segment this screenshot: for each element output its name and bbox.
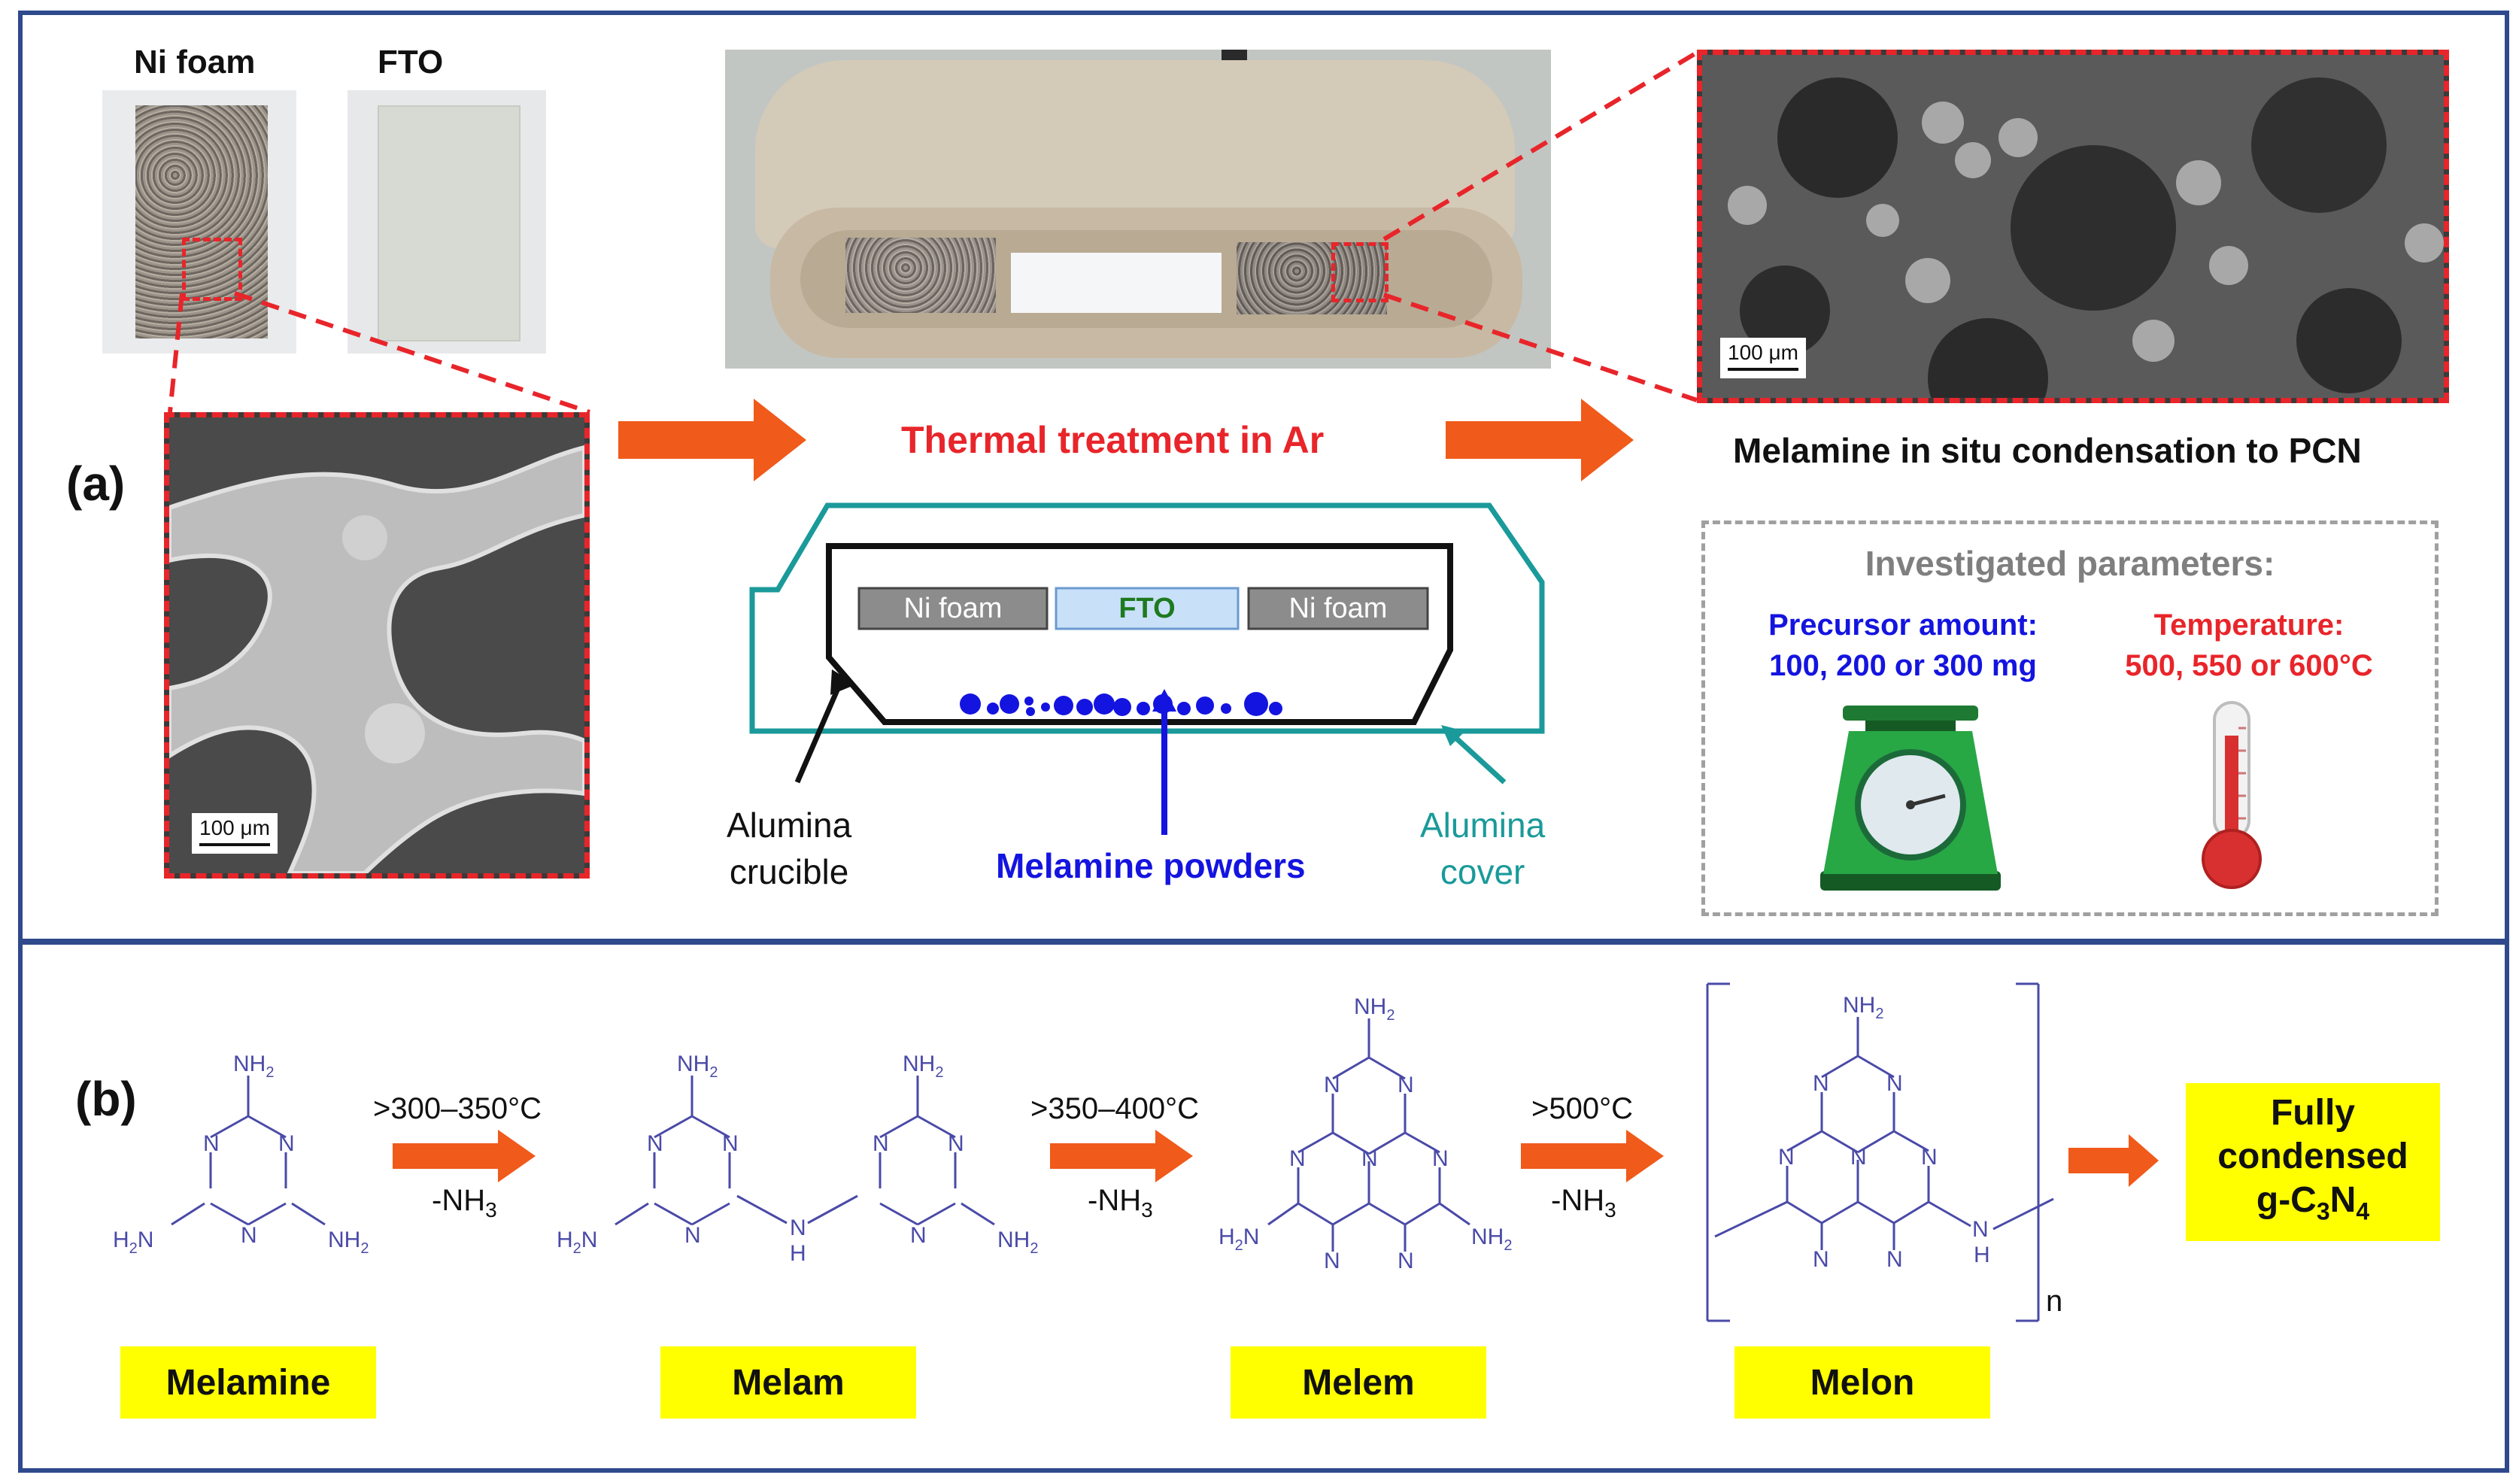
melamine-powder-dots — [960, 692, 1282, 716]
pointer-arrows — [794, 669, 1507, 835]
svg-text:N: N — [1886, 1247, 1903, 1272]
svg-text:N: N — [1289, 1146, 1306, 1171]
precursor-amount-label: Precursor amount: 100, 200 or 300 mg — [1768, 608, 2038, 682]
panel-b-label: (b) — [75, 1072, 137, 1126]
step4-arrow — [2068, 1134, 2159, 1187]
step3-arrow — [1521, 1130, 1664, 1182]
schematic-ni-foam-right: Ni foam — [1288, 593, 1388, 624]
svg-text:N: N — [1398, 1249, 1414, 1273]
polymer-subscript-n: n — [2046, 1285, 2063, 1318]
step1-byproduct: -NH3 — [432, 1184, 497, 1221]
melamine-name: Melamine — [120, 1346, 376, 1419]
step3-temperature: >500°C — [1531, 1092, 1633, 1125]
scale-bar-left: 100 μm — [192, 813, 278, 854]
svg-text:N: N — [790, 1215, 806, 1240]
svg-text:NH2: NH2 — [233, 1052, 274, 1081]
svg-text:N: N — [1921, 1145, 1938, 1170]
svg-text:N: N — [1972, 1217, 1989, 1242]
schematic-ni-foam-left: Ni foam — [903, 593, 1003, 624]
alumina-crucible-label: Alumina crucible — [727, 806, 852, 891]
final-formula: g-C3N4 — [2256, 1179, 2370, 1225]
schematic-fto: FTO — [1118, 593, 1176, 624]
arrow-to-treatment — [618, 399, 806, 481]
svg-text:N: N — [1324, 1249, 1340, 1273]
melem-structure: NH2 N N N N N N N H2N NH2 — [1219, 994, 1512, 1273]
panel-a-label: (a) — [66, 457, 126, 511]
svg-text:N: N — [1778, 1145, 1795, 1170]
sem-image-ni-foam: 100 μm — [164, 412, 590, 879]
svg-text:N: N — [684, 1223, 701, 1248]
svg-text:N: N — [1324, 1073, 1340, 1097]
svg-text:N: N — [1432, 1146, 1449, 1171]
result-label: Melamine in situ condensation to PCN — [1733, 431, 2362, 470]
svg-text:NH2: NH2 — [1354, 994, 1395, 1024]
svg-text:H2N: H2N — [113, 1228, 153, 1257]
process-label: Thermal treatment in Ar — [901, 419, 1325, 461]
svg-text:N: N — [1850, 1145, 1867, 1170]
svg-text:H: H — [1974, 1243, 1990, 1267]
step3-byproduct: -NH3 — [1551, 1184, 1616, 1221]
svg-text:N: N — [1813, 1247, 1829, 1272]
sem-image-pcn: 100 μm — [1697, 50, 2449, 403]
svg-text:NH2: NH2 — [328, 1228, 369, 1257]
arrow-to-result — [1446, 399, 1634, 481]
melam-name: Melam — [660, 1346, 916, 1419]
melon-name: Melon — [1734, 1346, 1990, 1419]
step1-temperature: >300–350°C — [373, 1092, 542, 1125]
svg-text:N: N — [1813, 1071, 1829, 1096]
svg-text:H2N: H2N — [1219, 1225, 1259, 1254]
alumina-cover-label: Alumina cover — [1420, 806, 1546, 891]
svg-text:N: N — [278, 1131, 295, 1156]
weighing-scale-icon — [1820, 706, 2001, 891]
melem-name: Melem — [1231, 1346, 1486, 1419]
step1-arrow — [393, 1130, 536, 1182]
step2-temperature: >350–400°C — [1030, 1092, 1199, 1125]
svg-text:N: N — [1398, 1073, 1414, 1097]
thermometer-icon — [2202, 701, 2262, 889]
parameters-title: Investigated parameters: — [1865, 544, 2275, 583]
svg-text:N: N — [948, 1131, 964, 1156]
svg-text:H2N: H2N — [557, 1228, 597, 1257]
melamine-structure: NH2 N N N H2N NH2 — [113, 1052, 369, 1257]
crucible-schematic — [749, 502, 1545, 734]
fto-photo — [348, 90, 546, 354]
ni-foam-photo — [102, 90, 296, 354]
svg-text:N: N — [203, 1131, 220, 1156]
parameters-box — [1701, 520, 2439, 916]
step2-arrow — [1050, 1130, 1193, 1182]
melamine-powders-label: Melamine powders — [996, 846, 1306, 885]
temperature-label: Temperature: 500, 550 or 600°C — [2125, 608, 2373, 682]
fto-title: FTO — [378, 44, 444, 80]
ni-foam-title: Ni foam — [134, 44, 256, 80]
svg-text:N: N — [873, 1131, 889, 1156]
svg-text:NH2: NH2 — [1843, 993, 1883, 1022]
panel-b-frame — [18, 940, 2509, 1473]
svg-text:N: N — [1361, 1146, 1378, 1171]
svg-text:NH2: NH2 — [997, 1228, 1038, 1257]
svg-text:N: N — [647, 1131, 663, 1156]
svg-text:NH2: NH2 — [903, 1052, 943, 1081]
svg-text:NH2: NH2 — [1471, 1225, 1512, 1254]
svg-text:NH2: NH2 — [677, 1052, 718, 1081]
svg-text:N: N — [1886, 1071, 1903, 1096]
svg-text:N: N — [241, 1223, 257, 1248]
scale-bar-right: 100 μm — [1720, 338, 1806, 378]
svg-text:N: N — [910, 1223, 927, 1248]
crucible-photo — [725, 50, 1551, 369]
final-product-box: Fully condensed g-C3N4 — [2186, 1083, 2440, 1241]
svg-text:H: H — [790, 1241, 806, 1266]
step2-byproduct: -NH3 — [1088, 1184, 1153, 1221]
svg-text:N: N — [722, 1131, 739, 1156]
